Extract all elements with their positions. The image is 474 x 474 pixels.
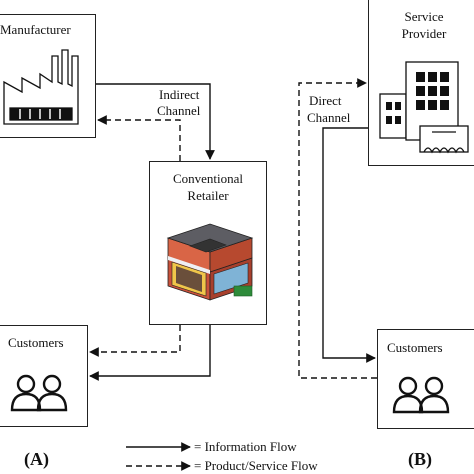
retailer-label-line1: Conventional bbox=[172, 171, 244, 186]
legend-info-text: = Information Flow bbox=[194, 439, 297, 454]
product-arrow-customers-provider bbox=[298, 78, 377, 379]
customers-b-label: Customers bbox=[387, 340, 443, 355]
customers-icon bbox=[392, 376, 450, 414]
customers-a-label: Customers bbox=[8, 335, 64, 350]
indirect-channel-label-line2: Channel bbox=[157, 103, 201, 118]
customers-icon bbox=[10, 374, 68, 412]
manufacturer-label: Manufacturer bbox=[0, 22, 71, 37]
store-icon bbox=[166, 223, 254, 301]
info-arrow-customers-retailer bbox=[89, 325, 211, 381]
service-provider-label-line1: Service bbox=[404, 9, 444, 24]
legend-product-text: = Product/Service Flow bbox=[194, 458, 318, 473]
retailer-label-line2: Retailer bbox=[187, 188, 229, 203]
info-arrow-provider-customers bbox=[322, 127, 376, 363]
office-building-icon bbox=[379, 61, 469, 154]
direct-channel-label-line2: Channel bbox=[307, 110, 351, 125]
factory-icon bbox=[3, 49, 79, 125]
panel-a-tag: (A) bbox=[24, 449, 49, 469]
direct-channel-label-line1: Direct bbox=[309, 93, 342, 108]
product-arrow-retailer-customers bbox=[89, 325, 181, 357]
info-arrow-manufacturer-retailer bbox=[96, 83, 215, 160]
service-provider-label-line2: Provider bbox=[401, 26, 447, 41]
panel-b-tag: (B) bbox=[408, 449, 432, 469]
product-arrow-retailer-manufacturer bbox=[97, 115, 181, 161]
indirect-channel-label-line1: Indirect bbox=[159, 87, 200, 102]
